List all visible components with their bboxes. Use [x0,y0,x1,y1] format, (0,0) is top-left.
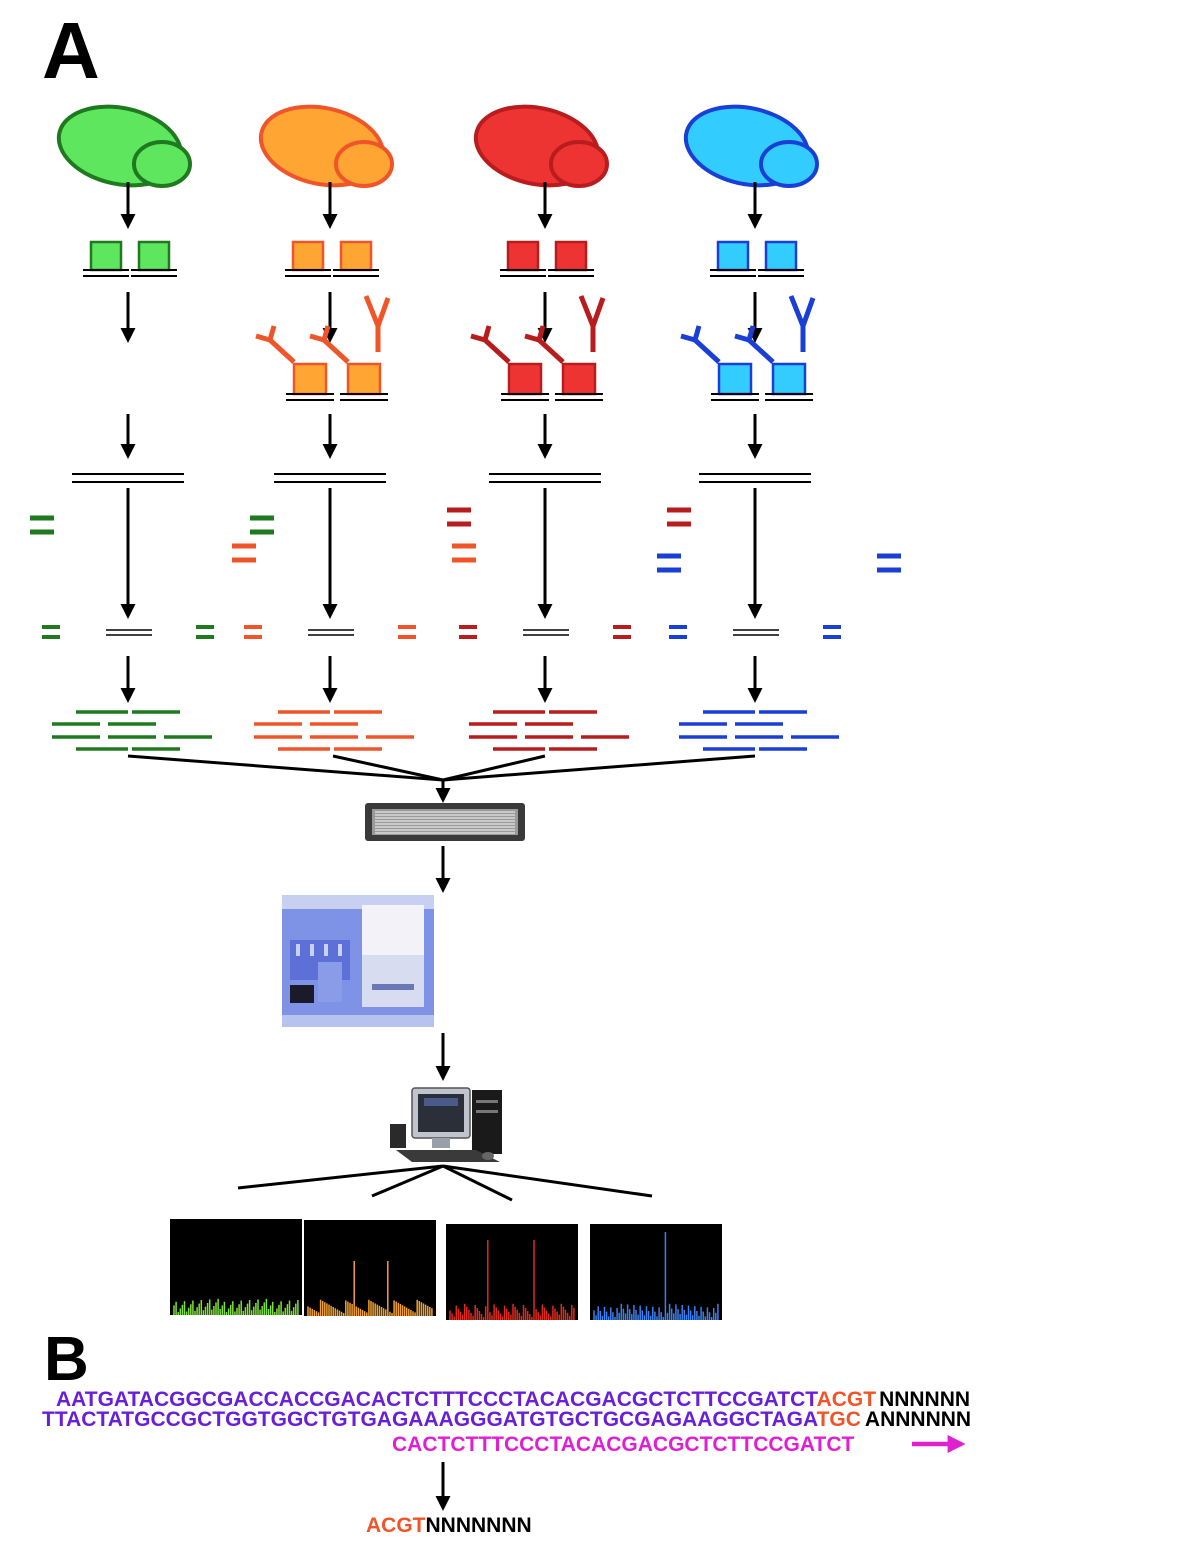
track-panel [170,1219,302,1315]
bound-antibody [255,325,296,364]
track-4 [590,1224,722,1320]
immunoprecipitated-complex [292,362,328,396]
split-lines [237,1164,653,1202]
protein-dna-complex [554,240,588,272]
sample-columns [30,104,901,751]
sequencing-primer: CACTCTTTCCCTACACGACGCTCTTCCGATCT [392,1433,854,1456]
bud-cell [549,140,609,188]
immunoprecipitated-complex [717,362,753,396]
adapter-top-strand: AATGATACGGCGACCACCGACACTCTTTCCCTACACGACG… [56,1388,970,1411]
browser-tracks [170,1219,722,1320]
resulting-read-rest: NNNNNNN [426,1514,532,1537]
antibody [578,295,606,352]
flow-cell [365,803,525,841]
resulting-read-barcode: ACGT [366,1514,426,1537]
protein-dna-complex [716,240,750,272]
protein-dna-complex [137,240,171,272]
column-1 [30,104,274,751]
immunoprecipitated-complex [561,362,597,396]
adapter-top-barcode: ACGT [817,1388,877,1411]
immunoprecipitated-complex [771,362,807,396]
adapter-top-sequence: AATGATACGGCGACCACCGACACTCTTTCCCTACACGACG… [56,1388,818,1411]
computer-icon [390,1087,502,1162]
antibody [788,295,816,352]
adapter-diagram: AATGATACGGCGACCACCGACACTCTTTCCCTACACGACG… [42,1388,971,1537]
protein-dna-complex [506,240,540,272]
panel-label-b: B [44,1325,89,1394]
adapter-top-rest: NNNNNN [879,1388,970,1411]
protein-dna-complex [339,240,373,272]
bound-antibody [470,325,511,364]
bound-antibody [680,325,721,364]
bound-antibody [524,325,565,364]
protein-dna-complex [291,240,325,272]
column-4 [657,104,901,751]
adapter-bottom-sequence: TTACTATGCCGCTGGTGGCTGTGAGAAAGGGATGTGCTGC… [42,1408,818,1431]
bud-cell [334,140,394,188]
protein-dna-complex [764,240,798,272]
track-3 [446,1224,578,1320]
resulting-read: ACGTNNNNNNN [366,1514,532,1537]
bud-cell [132,140,192,188]
merge-lines [127,754,756,803]
immunoprecipitated-complex [507,362,543,396]
adapter-bottom-strand: TTACTATGCCGCTGGTGGCTGTGAGAAAGGGATGTGCTGC… [42,1408,971,1431]
bound-antibody [309,325,350,364]
panel-label-a: A [42,6,100,95]
column-2 [232,104,476,751]
column-3 [447,104,691,751]
adapter-bottom-barcode: TGC [817,1408,861,1431]
track-1 [170,1219,302,1315]
antibody [363,295,391,352]
track-panel [590,1224,722,1320]
bound-antibody [734,325,775,364]
protein-dna-complex [89,240,123,272]
bud-cell [759,140,819,188]
adapter-bottom-rest: ANNNNNN [865,1408,971,1431]
immunoprecipitated-complex [346,362,382,396]
track-panel [304,1220,436,1316]
track-2 [304,1220,436,1316]
sequencer-instrument [282,895,434,1027]
track-panel [446,1224,578,1320]
